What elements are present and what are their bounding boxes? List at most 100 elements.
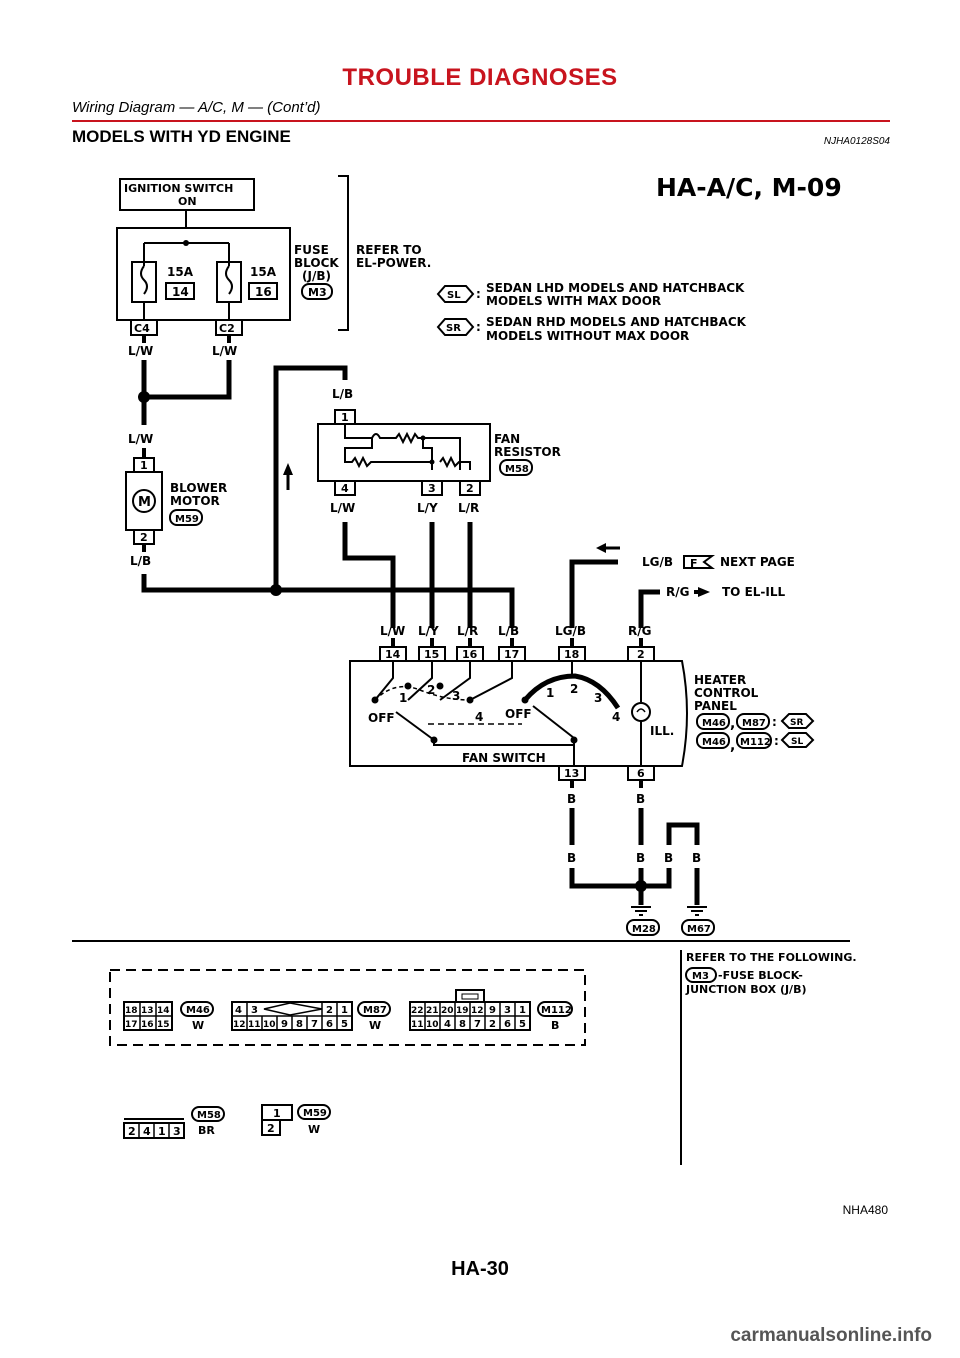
fuse-left-amp: 15A [167,265,194,279]
fan-resistor-label-2: RESISTOR [494,445,561,459]
connector-c4-label: C4 [134,322,150,335]
panel-tag-sr-shape [780,713,815,729]
m112-pin-b5: 2 [489,1019,496,1030]
m46-pin-b1: 16 [141,1020,154,1030]
wire-b3-color: B [664,851,673,865]
connector-c2-label: C2 [219,322,235,335]
m58-color: BR [198,1124,215,1137]
wire-rg-label: R/G [666,585,689,599]
ground-m28-badge [626,919,660,936]
m59-pin-top: 1 [273,1107,281,1120]
wire-panel-14-color: L/W [380,624,405,638]
legend-sr-tag: SR [446,323,461,334]
header-title: TROUBLE DIAGNOSES [342,64,618,91]
fan-switch-l-num3: 3 [452,689,460,703]
fuse-block-box [116,227,291,321]
m112-pin-b3: 8 [459,1019,466,1030]
fan-switch-bottom-bus [433,740,575,746]
panel-pin-13: 13 [564,767,579,780]
wire-lw-to-panel [342,522,396,628]
fuse-left-num: 14 [172,285,189,299]
fan-resistor-label-1: FAN [494,432,520,446]
fan-switch-right-arc [523,673,621,710]
fuse-right-frame [216,261,242,303]
page-number: HA-30 [451,1258,509,1280]
next-page-tag: F [690,557,698,570]
fuse-left-element [140,265,148,295]
refer-label-1: REFER TO [356,243,422,257]
panel-comma-1: , [730,716,735,732]
blower-conn-badge [169,509,203,526]
fan-switch-r-num1: 1 [546,686,554,700]
panel-pin-14: 14 [385,648,401,661]
wire-res4-color: L/W [330,501,355,515]
legend-sl-colon: : [476,287,481,301]
panel-pin-6: 6 [637,767,645,780]
diagram-id: HA-A/C, M-09 [656,173,842,202]
panel-colon-1: : [772,715,777,729]
m46-pin-t0: 18 [125,1006,138,1016]
fan-switch-contact-1-l [404,682,412,690]
m112-color: B [551,1019,559,1032]
wire-lgb-to-panel [569,559,618,628]
panel-colon-2: : [774,734,779,748]
section-code: NJHA0128S04 [823,136,890,147]
fan-switch-contact-3-l [466,696,474,704]
m112-pin-b2: 4 [444,1019,451,1030]
resistor-pin4-box [334,480,356,496]
fuse-left-num-box [165,282,195,300]
resistor-node-2 [429,459,435,465]
header-subtitle: Wiring Diagram — A/C, M — (Cont’d) [72,99,321,116]
panel-conn-c-badge [696,732,730,749]
figure-code: NHA480 [842,1203,888,1217]
fan-switch-contact-off-l [371,696,379,704]
wire-blower-in-color: L/W [128,432,153,446]
m46-color: W [192,1019,204,1032]
el-ill-arrow [698,587,710,597]
m112-pin-b4: 7 [474,1019,481,1030]
panel-conn-b: M87 [742,718,766,729]
m46-pin-b2: 15 [157,1020,170,1030]
m112-pin-t3: 19 [456,1006,469,1016]
legend-sl-tag: SL [447,290,461,301]
legend-sr-colon: : [476,320,481,334]
fan-switch-off-right: OFF [505,707,532,721]
panel-tag-sl-shape [780,732,815,748]
m112-pin-t1: 21 [426,1006,439,1016]
watermark: carmanualsonline.info [730,1325,932,1346]
panel-pin-18: 18 [564,648,579,661]
fuse-left-frame [131,261,157,303]
fuse-bus-junction [183,240,189,246]
wire-rg-to-panel [638,589,660,628]
ground-m67-badge [681,919,715,936]
legend-sr-line-1: SEDAN RHD MODELS AND HATCHBACK [486,315,747,329]
fuse-right-amp: 15A [250,265,277,279]
m112-pin-t0: 22 [411,1006,424,1016]
m58-pin-0: 2 [128,1125,136,1138]
m112-pin-b6: 6 [504,1019,511,1030]
fuse-block-conn: M3 [308,286,327,299]
wire-blower-to-panel [141,574,515,628]
wire-b-jumper [666,822,700,845]
m59-pin-bot: 2 [267,1122,275,1135]
blower-label-2: MOTOR [170,494,220,508]
refer-label-2: EL-POWER. [356,256,431,270]
panel-label-2: CONTROL [694,686,759,700]
panel-comma-2: , [730,738,735,754]
ill-lamp-icon [631,702,651,722]
m112-pin-b7: 5 [519,1019,526,1030]
legend-sr-shape [436,318,475,336]
wire-panel-15-color: L/Y [418,624,439,638]
wire-resistor-in-color: L/B [332,387,353,401]
next-page-text: NEXT PAGE [720,555,795,569]
m87-pin-b3: 9 [281,1019,288,1030]
refer-m3-text2: JUNCTION BOX (J/B) [685,983,807,996]
fan-switch-l-num1: 1 [399,691,407,705]
fan-switch-internal-wiring [374,661,513,701]
panel-conn-a: M46 [702,718,726,729]
m112-pin-t7: 1 [519,1005,526,1016]
blower-pin1: 1 [140,459,148,472]
refer-m3-badge [685,967,717,983]
fuse-right-element [225,265,233,295]
wire-13-color: B [567,792,576,806]
